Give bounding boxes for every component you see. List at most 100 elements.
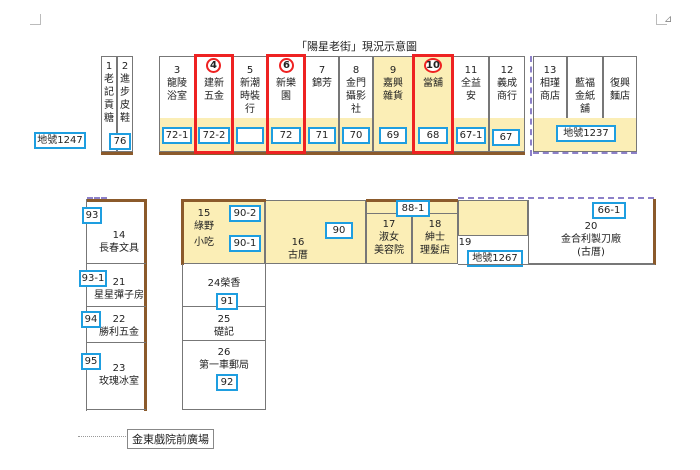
top-wall bbox=[159, 152, 525, 155]
divider-25-26 bbox=[182, 340, 266, 341]
shop-1-name: 老 記 貢 糖 bbox=[104, 74, 114, 124]
shop-12-name: 義成 商行 bbox=[497, 78, 517, 102]
boundary-dash bbox=[458, 197, 654, 199]
shop-18: 18 紳士 理髮店 bbox=[420, 219, 450, 256]
lot-number: 67-1 bbox=[456, 127, 486, 144]
shop-11-name: 全益 安 bbox=[461, 78, 481, 102]
shop-10-name: 當舖 bbox=[423, 78, 443, 89]
shop-14: 14 長春文具 bbox=[99, 230, 139, 254]
divider-19-20 bbox=[458, 264, 655, 265]
shop-2-name: 進 步 皮 鞋 bbox=[120, 74, 130, 124]
highlight-frame-4 bbox=[194, 54, 234, 154]
lot-number: 93-1 bbox=[79, 270, 107, 287]
wall-15-left bbox=[181, 199, 184, 265]
left-wall-top bbox=[86, 199, 146, 202]
shop-5-no: 5 bbox=[246, 65, 254, 76]
lot-number: 71 bbox=[308, 127, 336, 144]
shop-13c-name: 復興 麵店 bbox=[610, 78, 630, 102]
page-corner-mark bbox=[656, 14, 667, 25]
highlight-frame-10 bbox=[412, 54, 454, 154]
lot-number-empty bbox=[236, 127, 264, 144]
lot-number: 92 bbox=[216, 374, 238, 391]
lot-number: 93 bbox=[82, 207, 102, 224]
land-number-1237: 地號1237 bbox=[556, 125, 616, 142]
shop-2-no: 2 bbox=[121, 61, 129, 72]
shop-19: 19 bbox=[458, 237, 472, 248]
shop-3-name: 龍陵 浴室 bbox=[167, 78, 187, 102]
top-wall-left bbox=[101, 152, 133, 155]
left-column-border bbox=[86, 199, 146, 411]
land-number-1267: 地號1267 bbox=[467, 250, 523, 267]
bottom-line-26 bbox=[182, 409, 266, 410]
lot-number: 94 bbox=[81, 311, 101, 328]
shop-15: 15 綠野 bbox=[194, 208, 214, 232]
lot-number: 90 bbox=[325, 222, 353, 239]
shop-8-name: 金門 攝影 社 bbox=[346, 78, 366, 115]
shop-17: 17 淑女 美容院 bbox=[374, 219, 404, 256]
wall-20-right bbox=[653, 199, 656, 265]
highlight-frame-6 bbox=[266, 54, 306, 154]
highlight-circle-10: 10 bbox=[424, 58, 442, 73]
lot-number: 67 bbox=[492, 129, 520, 146]
boundary-dash bbox=[87, 197, 107, 199]
highlight-circle-6: 6 bbox=[279, 58, 294, 73]
lot-number: 70 bbox=[342, 127, 370, 144]
shop-5-name: 新潮 時裝 行 bbox=[240, 78, 260, 115]
plaza-dotted-line bbox=[78, 436, 128, 437]
shop-20: 20 金合利製刀廠 (古厝) bbox=[561, 221, 621, 258]
shop-9-name: 嘉興 雜貨 bbox=[383, 78, 403, 102]
shop-20-border bbox=[528, 200, 655, 264]
shop-21: 21 星星彈子房 bbox=[94, 277, 144, 301]
lot-number: 72-1 bbox=[162, 127, 192, 144]
lot-number: 72-2 bbox=[198, 127, 230, 144]
shop-26: 26 第一車郵局 bbox=[199, 347, 249, 371]
land-number-1247: 地號1247 bbox=[34, 132, 86, 149]
shop-24: 24榮香 bbox=[207, 278, 241, 289]
shop-9-no: 9 bbox=[389, 65, 397, 76]
shop-7-no: 7 bbox=[318, 65, 326, 76]
page-corner-mark bbox=[30, 14, 41, 25]
shop-6-name: 新樂 園 bbox=[276, 78, 296, 102]
block-19-yard bbox=[458, 200, 528, 236]
lot-number: 66-1 bbox=[592, 202, 626, 219]
shop-11-no: 11 bbox=[464, 65, 478, 76]
shop-15-sub: 小吃 bbox=[194, 237, 214, 248]
left-divider bbox=[86, 342, 146, 343]
boundary-dash bbox=[530, 56, 532, 156]
plaza-label: 金東戲院前廣場 bbox=[127, 429, 214, 449]
column-24-26 bbox=[182, 264, 266, 410]
lot-number: 90-2 bbox=[229, 205, 261, 222]
highlight-circle-4: 4 bbox=[206, 58, 221, 73]
diagram-title: 「陽星老街」現況示意圖 bbox=[296, 40, 417, 53]
shop-16: 16 古厝 bbox=[288, 237, 308, 261]
shop-cell-2 bbox=[117, 56, 133, 152]
shop-25: 25 礎記 bbox=[214, 314, 234, 338]
shop-22: 22 勝利五金 bbox=[99, 314, 139, 338]
wall-15-top bbox=[182, 199, 266, 202]
lot-number: 91 bbox=[216, 293, 238, 310]
lot-number: 88-1 bbox=[396, 200, 430, 217]
boundary-dash bbox=[533, 152, 637, 154]
lot-number: 90-1 bbox=[229, 235, 261, 252]
shop-7-name: 錦芳 bbox=[312, 78, 332, 89]
lot-number: 68 bbox=[418, 127, 448, 144]
left-divider bbox=[86, 263, 146, 264]
left-divider bbox=[86, 306, 146, 307]
shop-8-no: 8 bbox=[352, 65, 360, 76]
lot-number: 69 bbox=[379, 127, 407, 144]
shop-3-no: 3 bbox=[173, 65, 181, 76]
shop-23: 23 玫瑰冰室 bbox=[99, 363, 139, 387]
paragraph-mark-icon: ⊿ bbox=[664, 14, 673, 25]
left-column-right-wall bbox=[144, 199, 147, 411]
shop-13b-name: 藍福 金紙 舖 bbox=[575, 78, 595, 115]
shop-12-no: 12 bbox=[500, 65, 514, 76]
lot-number: 95 bbox=[81, 353, 101, 370]
shop-13-no: 13 bbox=[543, 65, 557, 76]
shop-13-name: 相瑾 商店 bbox=[540, 78, 560, 102]
lot-number: 72 bbox=[271, 127, 301, 144]
lot-number: 76 bbox=[109, 133, 131, 150]
shop-cell-1 bbox=[101, 56, 117, 152]
shop-1-no: 1 bbox=[105, 61, 113, 72]
shop-4-name: 建新 五金 bbox=[204, 78, 224, 102]
left-bottom-line bbox=[86, 409, 146, 410]
